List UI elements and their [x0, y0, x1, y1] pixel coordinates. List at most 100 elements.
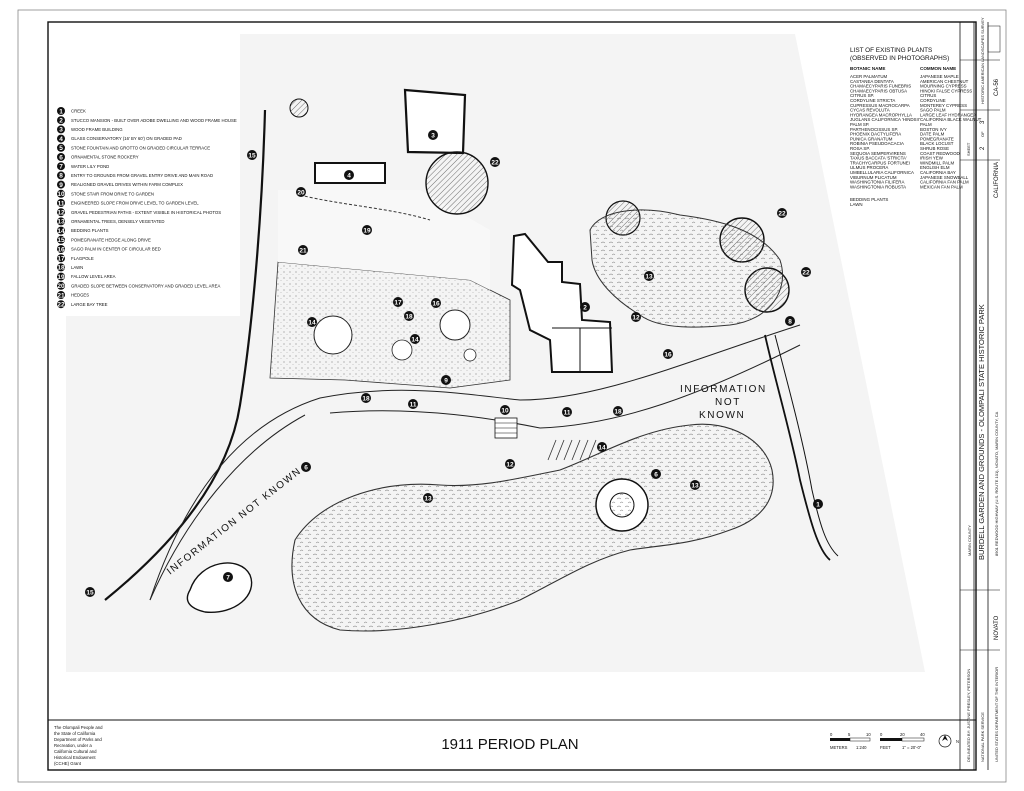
legend-label: POMEGRANATE HEDGE ALONG DRIVE — [71, 237, 151, 242]
legend-number-badge — [57, 217, 65, 226]
plan-marker-number: 14 — [411, 336, 419, 343]
plan-marker-22: 22 — [801, 267, 811, 277]
tb-agency-1: NATIONAL PARK SERVICE — [980, 712, 985, 762]
plan-marker-6: 6 — [651, 469, 661, 479]
legend-number: 7 — [59, 164, 63, 171]
legend-number-badge — [57, 171, 65, 180]
legend-label: ORNAMENTAL STONE ROCKERY — [71, 155, 139, 160]
plan-marker-13: 13 — [423, 493, 433, 503]
plan-marker-number: 14 — [308, 319, 316, 326]
plan-marker-13: 13 — [690, 480, 700, 490]
plant-common-name: MEXICAN FAN PALM — [920, 184, 963, 189]
plant-botanic-name: TRACHYCARPUS FORTUNEI — [850, 160, 910, 165]
plant-botanic-name: PALM SP. — [850, 122, 869, 127]
plan-marker-number: 17 — [394, 299, 402, 306]
plan-marker-11: 11 — [562, 407, 572, 417]
legend-label: WATER LILY POND — [71, 164, 109, 169]
bedding-bed-small — [391, 339, 413, 361]
plan-marker-number: 6 — [304, 464, 308, 471]
plant-common-name: DATE PALM — [920, 132, 945, 137]
plan-marker-badge — [777, 208, 787, 218]
legend-number-badge — [57, 107, 65, 115]
plan-marker-number: 10 — [501, 407, 509, 414]
plan-marker-badge — [785, 316, 795, 326]
legend-number: 9 — [59, 182, 63, 189]
sheet-outer-border — [17, 9, 1007, 783]
scale-m10: 10 — [866, 732, 871, 737]
plan-marker-badge — [505, 459, 515, 469]
plan-marker-15: 15 — [247, 150, 257, 160]
legend-number-badge — [57, 189, 65, 198]
plan-marker-number: 19 — [363, 227, 371, 234]
legend-number-badge — [57, 180, 65, 189]
plant-common-name: PALM — [920, 122, 932, 127]
legend-label: ORNAMENTAL TREES, DENSELY VEGETATED — [71, 219, 164, 224]
plan-marker-number: 13 — [424, 495, 432, 502]
legend-number-badge — [57, 199, 65, 207]
legend-number: 14 — [57, 228, 65, 235]
plant-botanic-name: UMBELLULARIA CALIFORNICA — [850, 170, 914, 175]
scale-m5: 5 — [848, 732, 851, 737]
plant-botanic-name: WASHINGTONIA ROBUSTA — [850, 184, 906, 189]
legend-number-badge — [57, 291, 65, 299]
stone-stair — [494, 417, 518, 439]
legend-item: 11 ENGINEERED SLOPE FROM DRIVE LEVEL TO G… — [57, 199, 199, 207]
plan-marker-number: 1 — [816, 501, 820, 508]
legend-number-badge — [57, 125, 65, 134]
tb-city: NOVATO — [994, 615, 1000, 640]
legend-label: ENGINEERED SLOPE FROM DRIVE LEVEL TO GAR… — [71, 201, 199, 206]
plan-marker-number: 12 — [632, 314, 640, 321]
legend-number: 1 — [59, 108, 63, 115]
legend-number: 11 — [58, 200, 65, 207]
plan-marker-badge — [431, 298, 441, 308]
plant-common-name: MOURNING CYPRESS — [920, 84, 967, 89]
plant-common-name: SAGO PALM — [920, 108, 946, 113]
water-lily-pond — [186, 562, 253, 613]
legend-number-badge — [57, 245, 65, 253]
plant-botanic-name: CHAMAECYPARIS FUNEBRIS — [850, 84, 911, 89]
legend-number-badge — [57, 235, 65, 244]
plant-common-name: SHRUB ROSE — [920, 146, 949, 151]
credit-line-7: (CCHE) Grant — [54, 761, 82, 766]
plan-marker-22: 22 — [490, 157, 500, 167]
plant-common-name: CALIFORNIA BLACK WALNUT — [920, 117, 982, 122]
plan-marker-18: 18 — [404, 311, 414, 321]
plan-marker-badge — [562, 407, 572, 417]
plan-marker-9: 9 — [441, 375, 451, 385]
plant-common-name: HINOKI FALSE CYPRESS — [920, 88, 972, 93]
north-arrow-pointer-icon — [942, 735, 948, 741]
plant-botanic-name: ULMUS PROCERA — [850, 165, 888, 170]
plan-marker-badge — [613, 406, 623, 416]
plan-marker-19: 19 — [362, 225, 372, 235]
plant-botanic-name: CUPRESSUS MACROCARPA — [850, 103, 910, 108]
plant-common-name: CALIFORNIA FAN PALM — [920, 180, 969, 185]
tb-agency-2: UNITED STATES DEPARTMENT OF THE INTERIOR — [994, 667, 999, 762]
plan-marker-number: 8 — [788, 318, 792, 325]
legend-number: 2 — [59, 118, 63, 125]
plant-botanic-name: VIBURNUM PLICATUM — [850, 175, 897, 180]
legend-number: 12 — [57, 210, 65, 217]
tb-sheet-num: 2 — [980, 146, 986, 150]
plant-botanic-name: CORDYLINE STRICTA — [850, 98, 895, 103]
plant-botanic-name: PARTHENOCISSUS SP. — [850, 127, 898, 132]
legend-label: HEDGES — [71, 293, 89, 298]
plan-marker-number: 18 — [362, 395, 370, 402]
plant-botanic-name: SEQUOIA SEMPERVIRENS — [850, 151, 906, 156]
plant-list-title: LIST OF EXISTING PLANTS — [850, 47, 932, 54]
plan-marker-badge — [404, 311, 414, 321]
plan-marker-number: 20 — [297, 189, 305, 196]
info-not-known-right-1: INFORMATION — [680, 384, 767, 395]
plan-marker-number: 6 — [654, 471, 658, 478]
legend-number: 10 — [57, 191, 65, 198]
plan-marker-number: 22 — [802, 269, 810, 276]
legend-number-badge — [57, 153, 65, 161]
